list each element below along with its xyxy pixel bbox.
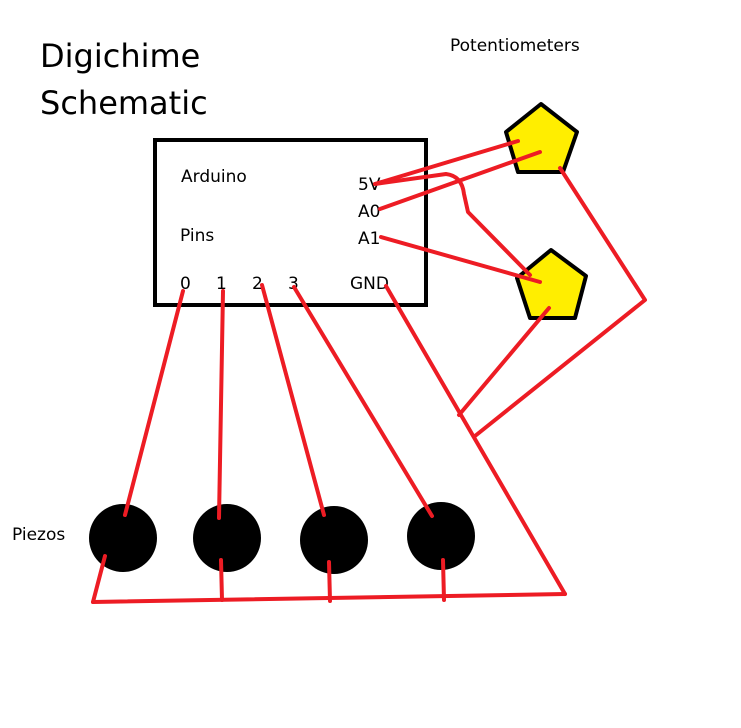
potentiometers-label: Potentiometers — [450, 36, 580, 56]
arduino-board: Arduino Pins 5V A0 A1 0 1 2 3 GND — [153, 138, 428, 307]
pin-a0-label: A0 — [358, 202, 380, 222]
pin-2-label: 2 — [252, 274, 263, 294]
wire-piezo-3-ground — [441, 558, 446, 602]
title-line-2: Schematic — [40, 84, 208, 122]
title-line-1: Digichime — [40, 37, 200, 75]
potentiometer-bottom-icon — [515, 248, 588, 320]
piezo-3-icon — [407, 502, 475, 570]
pins-label: Pins — [180, 226, 214, 246]
wire-piezo-1-ground — [219, 558, 224, 602]
wiring — [91, 139, 647, 604]
wire-piezo-2-ground — [327, 560, 332, 603]
wire-a1-to-pot-bottom — [379, 235, 542, 284]
wire-pot-top-ground — [473, 166, 647, 438]
potentiometer-top-icon — [504, 102, 579, 174]
piezo-1-icon — [193, 504, 261, 572]
arduino-outline — [153, 138, 428, 307]
wire-piezo-0-ground — [91, 554, 107, 604]
wire-pin-3 — [292, 285, 434, 518]
wire-pot-bottom-ground — [457, 306, 551, 417]
pin-5v-label: 5V — [358, 175, 381, 195]
arduino-name-label: Arduino — [181, 167, 247, 187]
pin-1-label: 1 — [216, 274, 227, 294]
wire-ground-rail — [91, 592, 567, 604]
piezos-label: Piezos — [12, 525, 65, 545]
pin-3-label: 3 — [288, 274, 299, 294]
pin-a1-label: A1 — [358, 229, 380, 249]
piezo-2-icon — [300, 506, 368, 574]
wire-a0-to-pot-top — [378, 150, 542, 211]
piezo-0-icon — [89, 504, 157, 572]
wire-5v-to-pot-top — [373, 139, 520, 186]
pin-gnd-label: GND — [350, 274, 389, 294]
wire-pin-1 — [217, 289, 225, 520]
wire-pin-2 — [260, 283, 326, 517]
wire-gnd — [384, 284, 567, 596]
wire-pin-0 — [123, 289, 185, 517]
pin-0-label: 0 — [180, 274, 191, 294]
